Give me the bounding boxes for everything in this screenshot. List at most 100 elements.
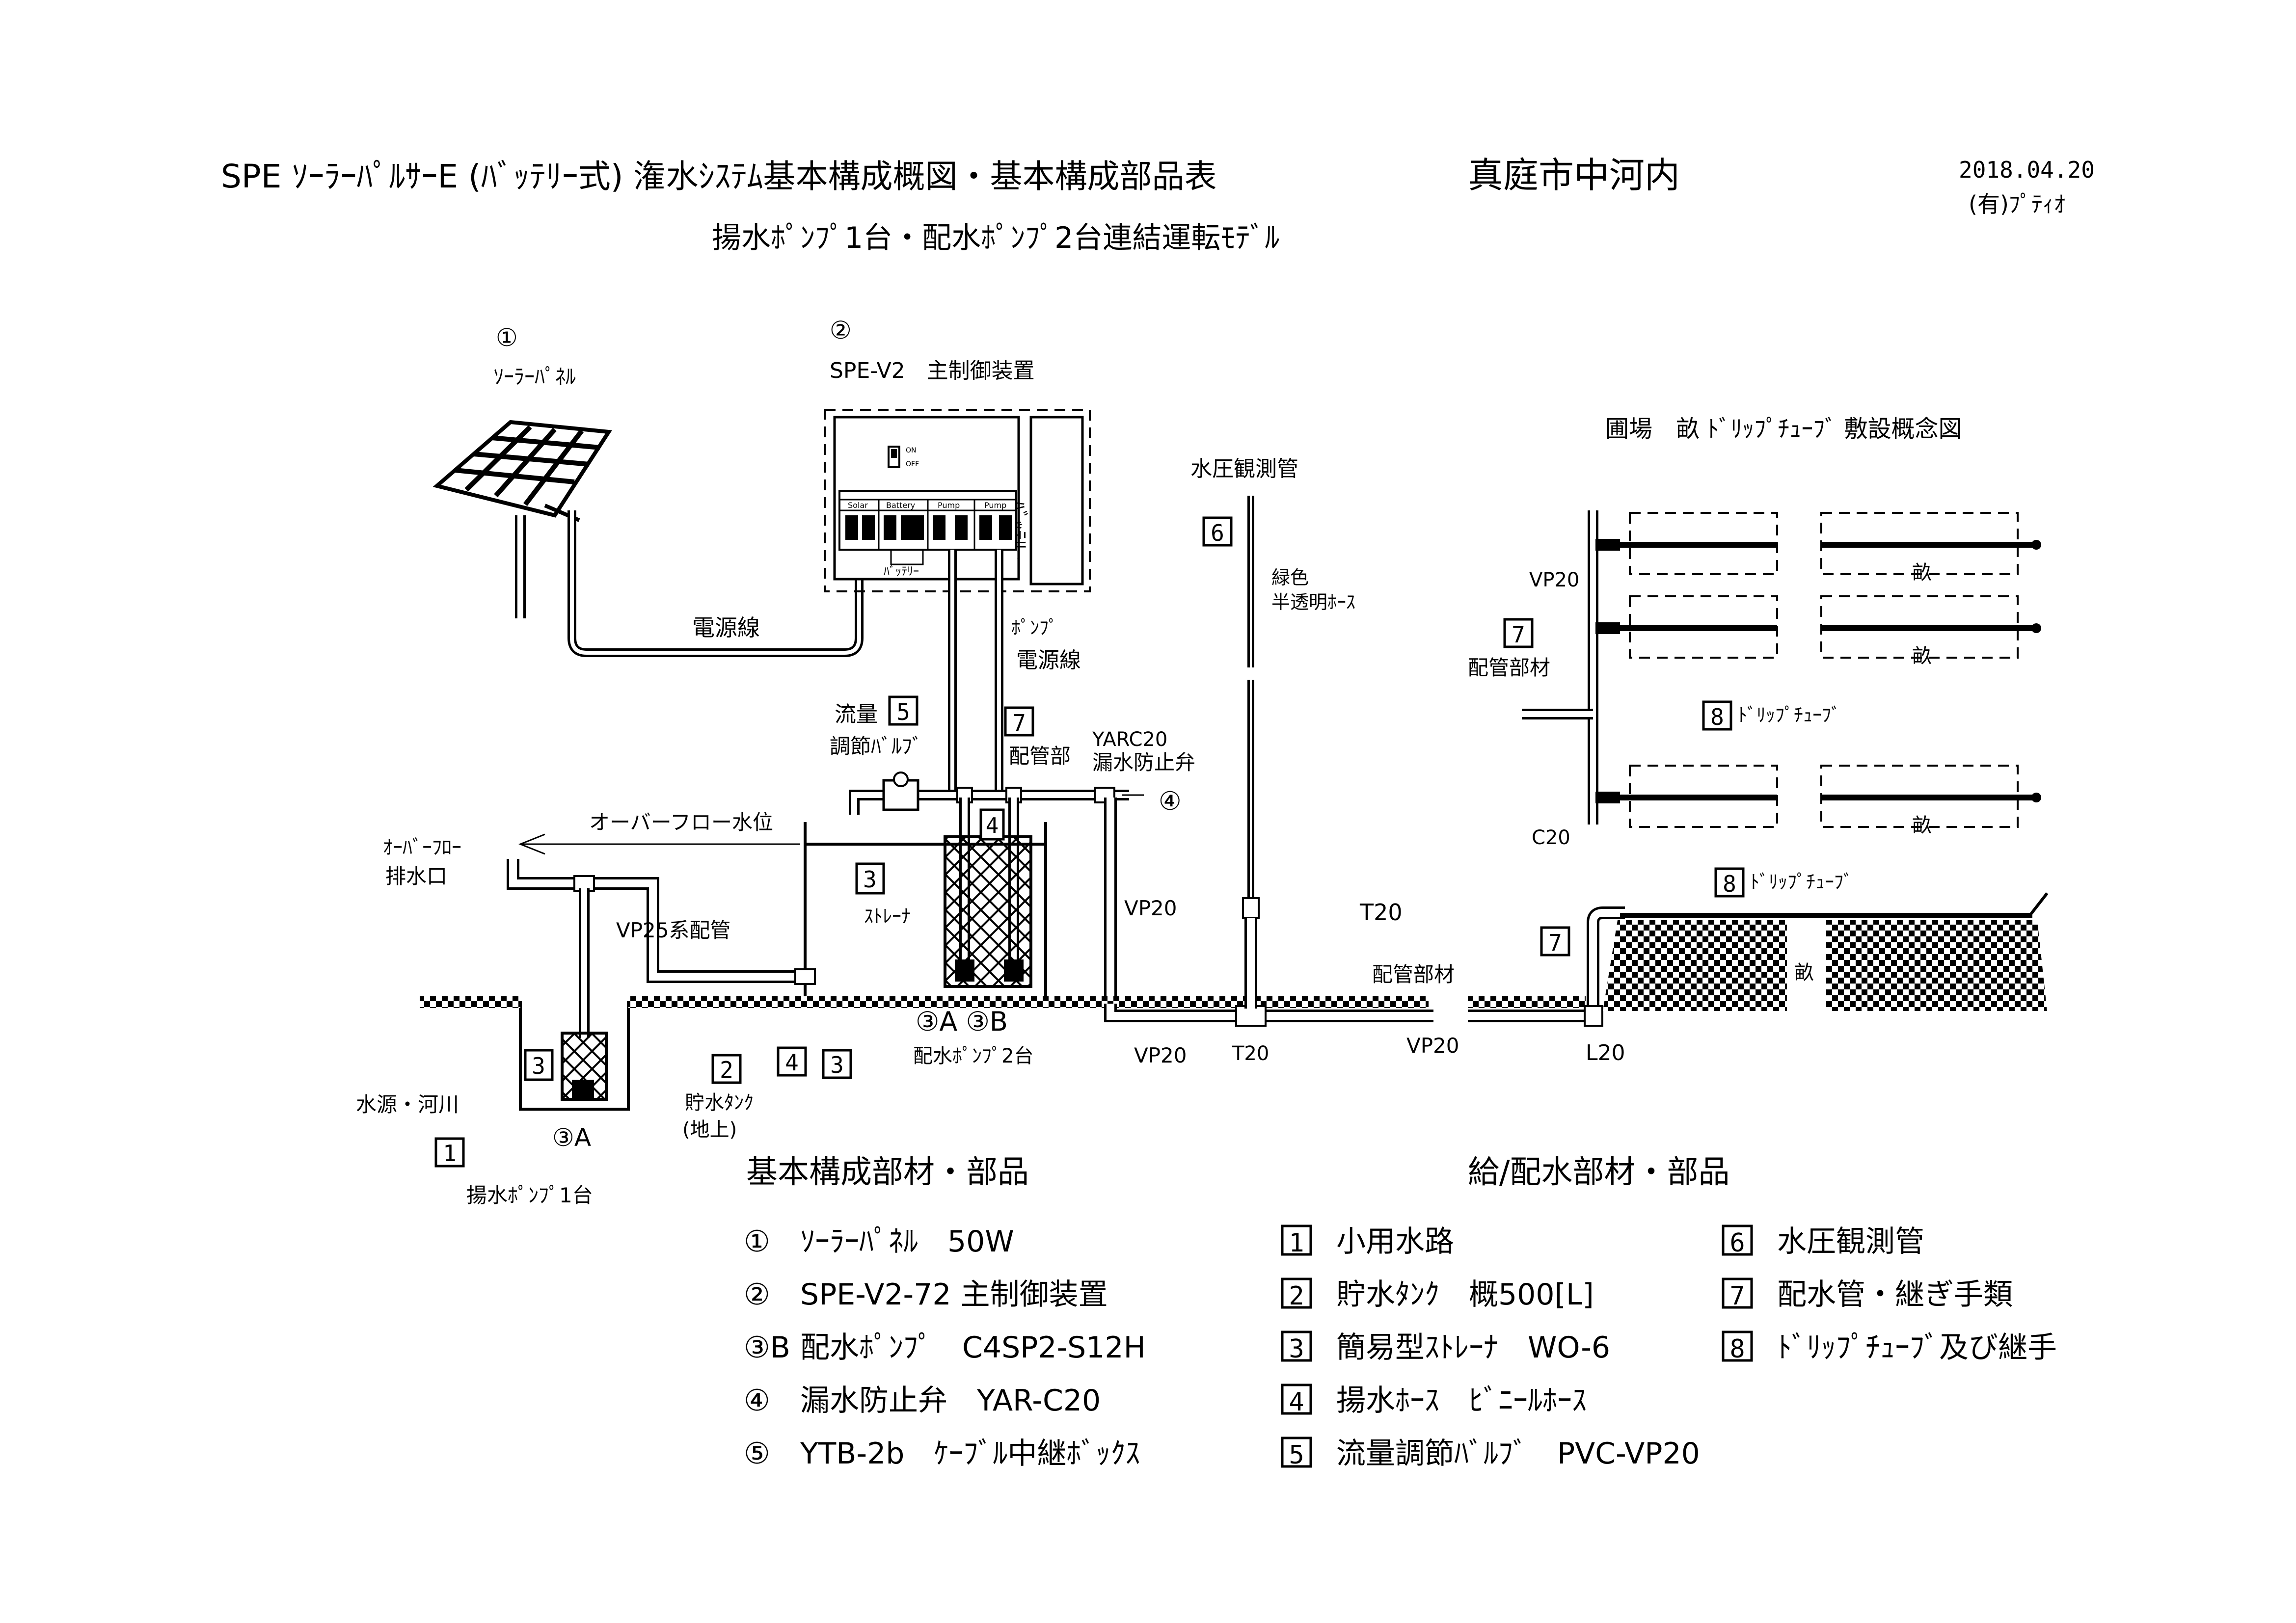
pump-power-label-1: ﾎﾟﾝﾌﾟ bbox=[1011, 617, 1058, 639]
strainer-label: ｽﾄﾚｰﾅ bbox=[864, 905, 911, 927]
battery-small-label: ﾊﾞｯﾃﾘｰ bbox=[884, 564, 919, 578]
page-title: SPE ｿｰﾗｰﾊﾟﾙｻｰE (ﾊﾞｯﾃﾘｰ式) 潅水ｼｽﾃﾑ基本構成概図・基本… bbox=[221, 158, 1217, 195]
parts-supply-num: 1 bbox=[1289, 1228, 1304, 1258]
parts-supply-text: 配水管・継ぎ手類 bbox=[1777, 1277, 2013, 1312]
ridge-row: 畝 bbox=[1595, 595, 2041, 667]
parts-supply-text: 貯水ﾀﾝｸ 概500[L] bbox=[1336, 1277, 1594, 1312]
parts-basic-item: ② SPE-V2-72 主制御装置 bbox=[744, 1277, 1108, 1312]
flow-num: 5 bbox=[896, 699, 910, 725]
battery-box bbox=[1029, 416, 1084, 585]
terminal-pump-1: Pump bbox=[938, 501, 960, 510]
parts-basic-num: ① bbox=[744, 1224, 770, 1259]
vp20-lower-label-2: VP20 bbox=[1406, 1034, 1459, 1058]
overflow: オーバーフロー水位 ｵｰﾊﾞｰﾌﾛｰ 排水口 VP25系配管 bbox=[383, 810, 816, 985]
parts-supply-item: 1 小用水路 bbox=[1281, 1224, 1454, 1259]
controller-num: ② bbox=[830, 316, 852, 345]
parts-supply-text: 揚水ﾎｰｽ ﾋﾞﾆｰﾙﾎｰｽ bbox=[1336, 1384, 1587, 1418]
date-label: 2018.04.20 bbox=[1959, 157, 2095, 183]
ridge-row: 畝 bbox=[1595, 512, 2041, 584]
drip-num-box-2 bbox=[1714, 867, 1745, 898]
parts-supply-text: 小用水路 bbox=[1336, 1224, 1454, 1259]
vp25-pipe bbox=[507, 859, 810, 983]
parts-supply-text: 流量調節ﾊﾞﾙﾌﾞ PVC-VP20 bbox=[1336, 1437, 1700, 1471]
parts-basic-num: ④ bbox=[744, 1384, 770, 1418]
yarc-label-2: 漏水防止弁 bbox=[1092, 750, 1195, 774]
field-piping-num: 7 bbox=[1512, 621, 1525, 648]
parts-basic-num: ② bbox=[744, 1277, 770, 1312]
yarc-num: ④ bbox=[1159, 787, 1182, 816]
tank-num-box bbox=[711, 1054, 742, 1084]
num-3-box bbox=[822, 1049, 852, 1079]
strainer-num: 3 bbox=[863, 866, 877, 893]
ridge-label: 畝 bbox=[1912, 814, 1932, 837]
location-label: 真庭市中河内 bbox=[1468, 155, 1680, 196]
drip-num-2: 8 bbox=[1723, 871, 1736, 897]
vp20-lower-label-1: VP20 bbox=[1134, 1043, 1187, 1067]
tank-label-2: (地上) bbox=[682, 1118, 737, 1141]
intake-num-box bbox=[524, 1049, 554, 1081]
terminal-screws bbox=[845, 515, 1012, 540]
flow-num-box bbox=[888, 695, 918, 726]
solar-num: ① bbox=[496, 323, 518, 352]
pressure-tube-num: 6 bbox=[1211, 520, 1224, 546]
pump-3a-3b-label: ③A ③B bbox=[916, 1006, 1008, 1037]
solar-panel: ① ｿｰﾗｰﾊﾟﾈﾙ bbox=[432, 323, 612, 618]
parts-supply-num: 6 bbox=[1729, 1228, 1745, 1258]
power-line-label: 電源線 bbox=[692, 614, 760, 641]
overflow-outlet-label-1: ｵｰﾊﾞｰﾌﾛｰ bbox=[383, 836, 461, 859]
ridge-row: 畝 bbox=[1595, 765, 2041, 837]
switch-on-label: ON bbox=[906, 447, 917, 454]
l20-label: L20 bbox=[1586, 1040, 1625, 1065]
ridge-section-left bbox=[1603, 920, 1787, 1011]
parts-basic-num: ③B bbox=[744, 1330, 790, 1365]
drip-label-1: ﾄﾞﾘｯﾌﾟﾁｭｰﾌﾞ bbox=[1738, 704, 1840, 726]
hose-label-2: 半透明ﾎｰｽ bbox=[1271, 591, 1355, 613]
ridge-section-right bbox=[1826, 920, 2047, 1011]
tank-label-1: 貯水ﾀﾝｸ bbox=[685, 1091, 754, 1114]
vp20-field-label: VP20 bbox=[1529, 569, 1579, 591]
main-line: ③A ③B 配水ﾎﾟﾝﾌﾟ2台 VP20 T20 配管部材 VP20 T20 V… bbox=[913, 896, 1625, 1067]
tank-num: 2 bbox=[720, 1057, 733, 1083]
solar-grid bbox=[455, 425, 600, 506]
c20-label: C20 bbox=[1532, 826, 1570, 849]
switch-off-label: OFF bbox=[906, 460, 919, 468]
overflow-outlet-label-2: 排水口 bbox=[385, 864, 447, 888]
drip-num-1: 8 bbox=[1710, 704, 1724, 730]
ridge-label: 畝 bbox=[1912, 561, 1932, 584]
field-title: 圃場 畝 ﾄﾞﾘｯﾌﾟﾁｭｰﾌﾞ 敷設概念図 bbox=[1605, 415, 1962, 443]
strainer-num-box bbox=[855, 862, 885, 895]
num-4: 4 bbox=[785, 1049, 799, 1076]
tank-hose-num: 4 bbox=[986, 813, 999, 838]
parts-basic-item: ① ｿｰﾗｰﾊﾟﾈﾙ 50W bbox=[744, 1224, 1014, 1259]
drip-label-2: ﾄﾞﾘｯﾌﾟﾁｭｰﾌﾞ bbox=[1750, 871, 1853, 893]
parts-supply-item: 7 配水管・継ぎ手類 bbox=[1722, 1277, 2013, 1312]
intake-pump-num: ③A bbox=[552, 1123, 591, 1152]
piping-material-label: 配管部材 bbox=[1372, 962, 1455, 986]
parts-basic-text: SPE-V2-72 主制御装置 bbox=[800, 1277, 1108, 1312]
parts-supply-text: 簡易型ｽﾄﾚｰﾅ WO-6 bbox=[1336, 1330, 1610, 1365]
company-label: (有)ﾌﾟﾃｨｵ bbox=[1969, 191, 2065, 217]
source-num: 1 bbox=[443, 1140, 457, 1167]
parts-supply-text: 水圧観測管 bbox=[1777, 1224, 1924, 1259]
source-labels: 水源・河川 1 揚水ﾎﾟﾝﾌﾟ1台 2 貯水ﾀﾝｸ (地上) 4 3 bbox=[356, 1046, 852, 1207]
drip-num-box-1 bbox=[1702, 700, 1732, 731]
num-4-box bbox=[777, 1046, 807, 1077]
parts-supply-title: 給/配水部材・部品 bbox=[1468, 1154, 1730, 1191]
overflow-level-label: オーバーフロー水位 bbox=[589, 810, 773, 834]
parts-supply-num: 7 bbox=[1729, 1281, 1745, 1311]
field-concept: 圃場 畝 ﾄﾞﾘｯﾌﾟﾁｭｰﾌﾞ 敷設概念図 VP20 7 配管部材 8 ﾄﾞﾘ… bbox=[1468, 415, 2049, 1011]
field-piping-num-box bbox=[1503, 618, 1534, 648]
flow-label-2: 調節ﾊﾞﾙﾌﾞ bbox=[830, 734, 922, 758]
parts-basic-num: ⑤ bbox=[744, 1437, 770, 1471]
parts-basic: 基本構成部材・部品 ① ｿｰﾗｰﾊﾟﾈﾙ 50W ② SPE-V2-72 主制御装置 ③… bbox=[744, 1154, 1146, 1471]
parts-basic-text: YTB-2b ｹｰﾌﾞﾙ中継ﾎﾞｯｸｽ bbox=[800, 1437, 1140, 1471]
parts-supply-item: 6 水圧観測管 bbox=[1722, 1224, 1924, 1259]
page-subtitle: 揚水ﾎﾟﾝﾌﾟ1台・配水ﾎﾟﾝﾌﾟ2台連結運転ﾓﾃﾞﾙ bbox=[712, 221, 1279, 255]
intake-num: 3 bbox=[532, 1053, 545, 1079]
parts-basic-title: 基本構成部材・部品 bbox=[746, 1154, 1029, 1191]
pressure-tube-num-box bbox=[1202, 516, 1233, 547]
parts-basic-text: ｿｰﾗｰﾊﾟﾈﾙ 50W bbox=[800, 1224, 1014, 1259]
